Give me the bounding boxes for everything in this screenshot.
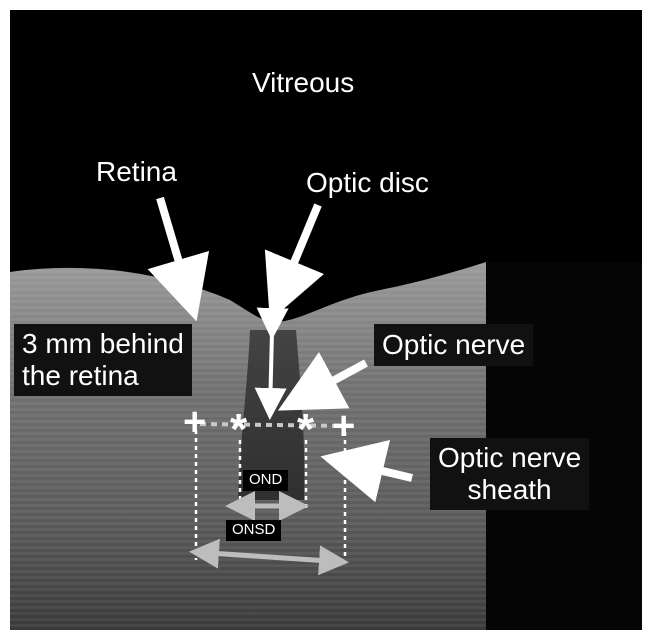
onsd-right-cross-marker: + bbox=[332, 402, 355, 450]
depth-label-line2: the retina bbox=[22, 360, 184, 392]
optic-disc-arrow bbox=[276, 205, 318, 306]
optic-nerve-label: Optic nerve bbox=[374, 324, 533, 366]
ond-label: OND bbox=[243, 470, 288, 491]
vitreous-label: Vitreous bbox=[252, 66, 354, 100]
onsd-label: ONSD bbox=[226, 520, 281, 541]
ond-right-star-marker: * bbox=[297, 404, 314, 457]
depth-label-line1: 3 mm behind bbox=[22, 328, 184, 360]
sheath-label-line1: Optic nerve bbox=[438, 442, 581, 474]
depth-behind-retina-label: 3 mm behind the retina bbox=[14, 324, 192, 396]
optic-disc-label: Optic disc bbox=[306, 166, 429, 200]
depth-3mm-arrow bbox=[270, 332, 272, 412]
sheath-label-line2: sheath bbox=[438, 474, 581, 506]
ond-left-star-marker: * bbox=[230, 404, 247, 457]
onsd-left-cross-marker: + bbox=[183, 398, 206, 446]
optic-nerve-sheath-label: Optic nerve sheath bbox=[430, 438, 589, 510]
retina-label: Retina bbox=[96, 155, 177, 189]
